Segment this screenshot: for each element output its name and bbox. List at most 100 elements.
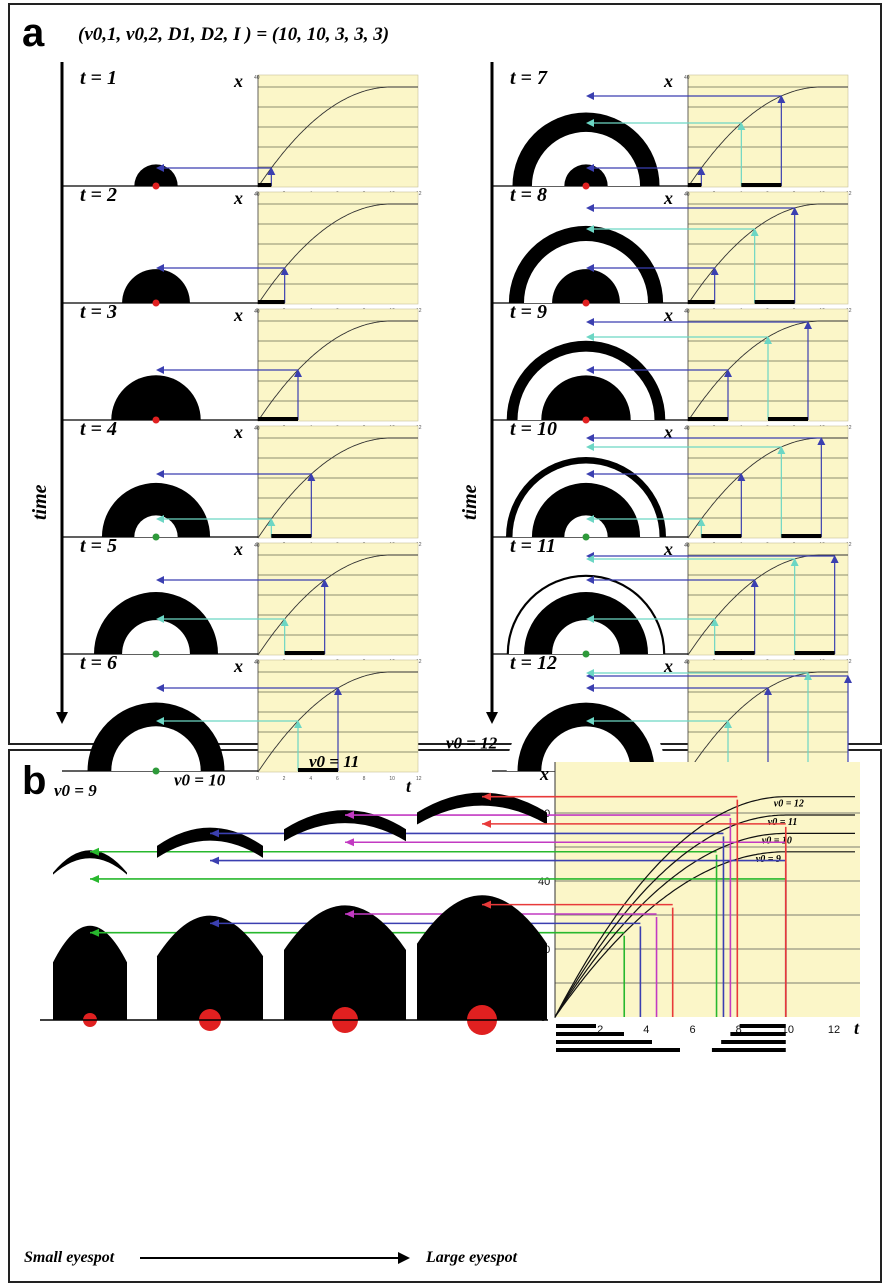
duration-bar xyxy=(284,651,325,655)
frame-7: t = 7x40024681012t xyxy=(492,67,852,211)
arrow-head-10 xyxy=(210,856,219,865)
x-tick-label: 12 xyxy=(416,425,422,431)
arrow-head-12 xyxy=(482,900,491,909)
x-tick-label: 0 xyxy=(686,542,689,548)
y-tick-label: 40 xyxy=(684,660,690,666)
x-tick-label: 0 xyxy=(686,659,689,665)
growth-curve-10 xyxy=(554,832,855,1018)
graph-background xyxy=(257,308,419,422)
graph-background xyxy=(257,191,419,305)
eyespot-center-gap xyxy=(122,620,190,654)
graph-background xyxy=(257,425,419,539)
frame-5: t = 5x40024681012t xyxy=(62,535,422,679)
time-label-left: time xyxy=(29,484,51,520)
large-eyespot-label: Large eyespot xyxy=(425,1249,518,1266)
duration-bar-b2-11 xyxy=(721,1040,786,1044)
graph-b-x-tick: 12 xyxy=(828,1024,840,1036)
eyespot-disc xyxy=(122,269,190,303)
panel-b-frame xyxy=(8,749,882,1283)
panel-a-letter: a xyxy=(22,11,45,55)
eyespot-inner-disc xyxy=(552,269,620,303)
frame-label: t = 10 xyxy=(510,418,557,440)
x-tick-label: 12 xyxy=(416,191,422,197)
frame-label: t = 8 xyxy=(510,184,547,206)
eyespot-focus-dot xyxy=(152,767,160,775)
duration-bar xyxy=(688,300,715,304)
arrow-head-11 xyxy=(345,811,354,820)
eyespot-focus-dot xyxy=(582,533,590,541)
panel-a-frames: t = 1x40024681012tt = 2x40024681012tt = … xyxy=(62,67,852,796)
graph-b-x-tick: 4 xyxy=(643,1024,649,1036)
frame-label: t = 9 xyxy=(510,301,547,323)
eyespot-b-disc-12 xyxy=(417,895,547,1020)
eyespot-center-gap xyxy=(552,620,620,654)
x-axis-label: x xyxy=(233,71,243,91)
arrow-head-9 xyxy=(90,928,99,937)
curve-label-9: v0 = 9 xyxy=(756,854,781,865)
x-axis-label: x xyxy=(663,71,673,91)
graph-background xyxy=(687,191,849,305)
frame-8: t = 8x40024681012t xyxy=(492,184,852,328)
duration-bar-b2-10 xyxy=(730,1032,786,1036)
y-tick-label: 40 xyxy=(254,309,260,315)
graph-background xyxy=(687,542,849,656)
x-tick-label: 12 xyxy=(846,542,852,548)
x-tick-label: 0 xyxy=(256,425,259,431)
eyespot-focus-dot xyxy=(152,416,160,424)
eyespot-disc xyxy=(111,375,201,420)
arrow-head-10 xyxy=(210,829,219,838)
growth-curve-11 xyxy=(554,814,855,1018)
eyespot-b-band-10 xyxy=(157,827,263,858)
small-eyespot-label: Small eyespot xyxy=(24,1249,115,1266)
growth-curve xyxy=(257,671,418,773)
eyespot-disc xyxy=(134,164,178,186)
x-tick-label: 6 xyxy=(336,776,339,782)
frame-label: t = 2 xyxy=(80,184,117,206)
duration-bar-b2-9 xyxy=(739,1024,786,1028)
duration-bar-b-9 xyxy=(556,1024,596,1028)
duration-bar xyxy=(258,417,298,421)
y-tick-label: 40 xyxy=(684,543,690,549)
x-tick-label: 2 xyxy=(283,776,286,782)
graph-b-x-tick: 2 xyxy=(597,1024,603,1036)
y-tick-label: 40 xyxy=(684,309,690,315)
growth-curve xyxy=(257,86,418,188)
arrow-head-9 xyxy=(90,847,99,856)
x-tick-label: 10 xyxy=(389,776,395,782)
frame-1: t = 1x40024681012t xyxy=(62,67,422,211)
graph-b-t-label: t xyxy=(854,1018,860,1038)
x-tick-label: 12 xyxy=(846,191,852,197)
x-axis-label: x xyxy=(233,305,243,325)
eyespot-b-label-10: v0 = 10 xyxy=(174,770,226,789)
x-tick-label: 12 xyxy=(416,659,422,665)
y-tick-label: 40 xyxy=(254,192,260,198)
x-tick-label: 0 xyxy=(256,191,259,197)
frame-label: t = 11 xyxy=(510,535,556,557)
duration-bar-b-12 xyxy=(556,1048,680,1052)
x-tick-label: 8 xyxy=(363,776,366,782)
duration-bar xyxy=(688,417,728,421)
graph-b-background xyxy=(555,762,860,1017)
graph-b-x-label: x xyxy=(539,764,549,784)
growth-curve xyxy=(687,437,848,539)
growth-curve xyxy=(687,671,848,773)
x-axis-label: x xyxy=(663,422,673,442)
growth-curve xyxy=(257,203,418,305)
duration-bar xyxy=(768,417,808,421)
duration-bar xyxy=(688,183,702,187)
eyespot-b-disc-9 xyxy=(53,925,127,1020)
x-tick-label: 12 xyxy=(846,425,852,431)
frame-4: t = 4x40024681012t xyxy=(62,418,422,562)
x-tick-label: 0 xyxy=(686,308,689,314)
x-tick-label: 0 xyxy=(256,776,259,782)
frame-label: t = 7 xyxy=(510,67,548,89)
eyespot-inner-disc xyxy=(564,164,608,186)
duration-bar xyxy=(794,651,835,655)
duration-bar xyxy=(701,534,742,538)
eyespot-focus-dot xyxy=(582,416,590,424)
eyespot-focus-dot xyxy=(152,650,160,658)
growth-curve xyxy=(687,320,848,422)
time-label-right: time xyxy=(459,484,481,520)
frame-label: t = 4 xyxy=(80,418,117,440)
eyespot-focus-dot xyxy=(582,182,590,190)
